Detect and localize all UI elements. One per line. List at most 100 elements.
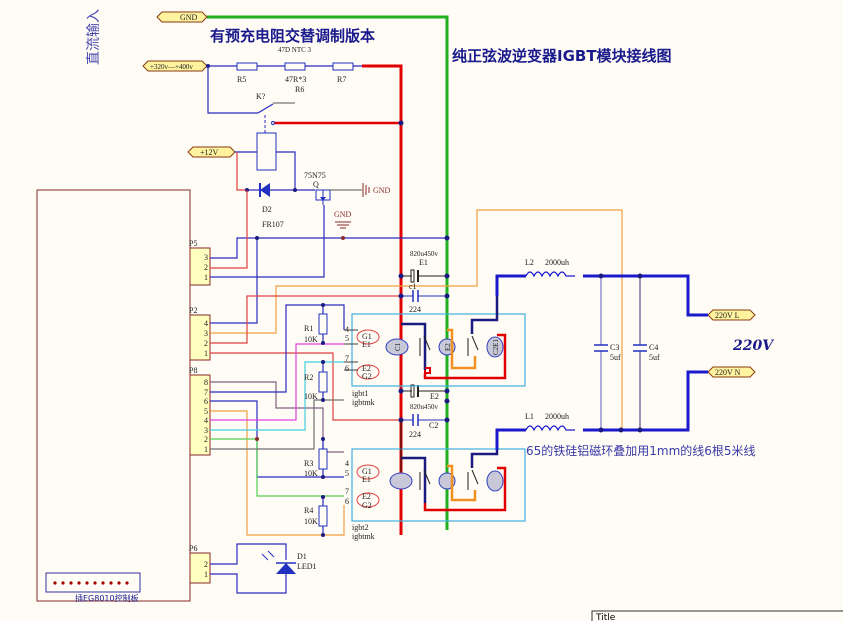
relay-coil [256,132,277,171]
e2-label: E2 [430,392,439,401]
e1-value: 820u450v [410,250,439,258]
l2-label: L2 [525,258,534,267]
r6-label: R6 [295,85,304,94]
diagram-title: 纯正弦波逆变器IGBT模块接线图 [452,47,672,65]
relay-input-wire [207,66,258,114]
inductor-l1-icon [525,425,575,432]
pin-number: 6 [345,364,349,373]
e2-pin-label: E2 [362,364,371,373]
relay-label: K? [256,92,266,101]
p2-pin: 3 [204,329,208,338]
header-pins [53,581,129,585]
ntc-label: 47D NTC 3 [278,46,312,54]
e1-pin-label: E1 [362,475,371,484]
pin-number: 4 [345,325,349,334]
r1-label: R1 [304,324,313,333]
d2-label: D2 [262,205,272,214]
p8-pin: 5 [204,407,208,416]
r3-label: R3 [304,459,313,468]
r2-value: 10K [304,392,318,401]
c2-label: C2 [429,421,438,430]
igbt1-type: igbtmk [352,398,375,407]
r6-value: 47R*3 [285,75,306,84]
dc-input-port: +320v—+400v [142,60,208,72]
12v-port-label: +12V [200,148,219,157]
d1-value: LED1 [297,562,317,571]
p8-pin: 8 [204,378,208,387]
dc-input-label: 直流输入 [85,9,102,65]
p5-pin: 2 [204,263,208,272]
pin-number: 7 [345,487,349,496]
c4-value: 5uf [649,353,660,362]
capacitor-e2 [398,384,450,404]
e2-value: 820u450v [410,403,439,411]
220v-l-port-label: 220V L [715,311,740,320]
e1-label: E1 [419,258,428,267]
terminal-c2e1 [486,336,504,358]
p8-pin: 6 [204,397,208,406]
p5-pin: 3 [204,253,208,262]
d2-value: FR107 [262,220,284,229]
resistor-r5 [236,62,258,71]
diode-d2-icon [260,183,270,197]
inductor-note: 65的铁硅铝磁环叠加用1mm的线6根5米线 [526,443,756,458]
gnd-symbol-icon [335,221,351,229]
relay-switch [257,103,274,114]
r2-label: R2 [304,373,313,382]
r7-label: R7 [337,75,346,84]
r3-value: 10K [304,469,318,478]
p8-pin: 3 [204,426,208,435]
c3-label: C3 [610,343,619,352]
igbt1-label: igbt1 [352,389,368,398]
gnd-port: GND [156,11,208,23]
output-wire-n [495,428,526,450]
p2-pin: 4 [204,319,208,328]
resistor-r4 [318,495,328,537]
pin-number: 7 [345,354,349,363]
p6-pin: 1 [204,570,208,579]
terminal-c2e1-label: C2E1 [492,339,500,355]
p5-label: P5 [189,239,197,248]
220v-l-port: 220V L [707,309,756,321]
p8-pin: 4 [204,416,208,425]
pin-number: 5 [345,334,349,343]
p8-pin: 7 [204,388,208,397]
controller-board-outline [36,189,191,602]
igbt-module-1 [344,296,526,387]
g1-label: G1 [362,467,372,476]
pin-number: 5 [345,469,349,478]
l2-value: 2000uh [545,258,569,267]
gnd-port-label: GND [180,13,198,22]
resistor-r7 [332,62,354,71]
gnd-label-2: GND [334,210,352,219]
l1-value: 2000uh [545,412,569,421]
p8-label: P8 [189,366,197,375]
connector-p6 [189,552,211,584]
p2-pin: 1 [204,349,208,358]
controller-header [45,572,141,593]
c4-label: C4 [649,343,658,352]
p6-pin: 2 [204,560,208,569]
p2-label: P2 [189,306,197,315]
p8-pin: 1 [204,445,208,454]
resistor-r3 [318,437,328,479]
connector-p2 [189,314,211,361]
connector-p8 [189,374,211,456]
resistor-r1 [318,303,328,345]
q-value: 75N75 [304,171,326,180]
orange-sense-wire [210,209,623,430]
gnd-bus [207,15,449,530]
igbt2-label: igbt2 [352,523,368,532]
igbt2-type: igbtmk [352,532,375,541]
g2-label: G2 [362,372,372,381]
terminal-e2-label: E2 [444,343,452,351]
title-block-label: Title [595,613,616,621]
e2-pin-label: E2 [362,492,371,501]
title-block [591,610,843,621]
p8-pin: 2 [204,435,208,444]
capacitor-c2 [398,414,450,426]
mosfet-q-icon [315,189,331,205]
r4-label: R4 [304,506,313,515]
resistor-r6 [284,62,306,71]
